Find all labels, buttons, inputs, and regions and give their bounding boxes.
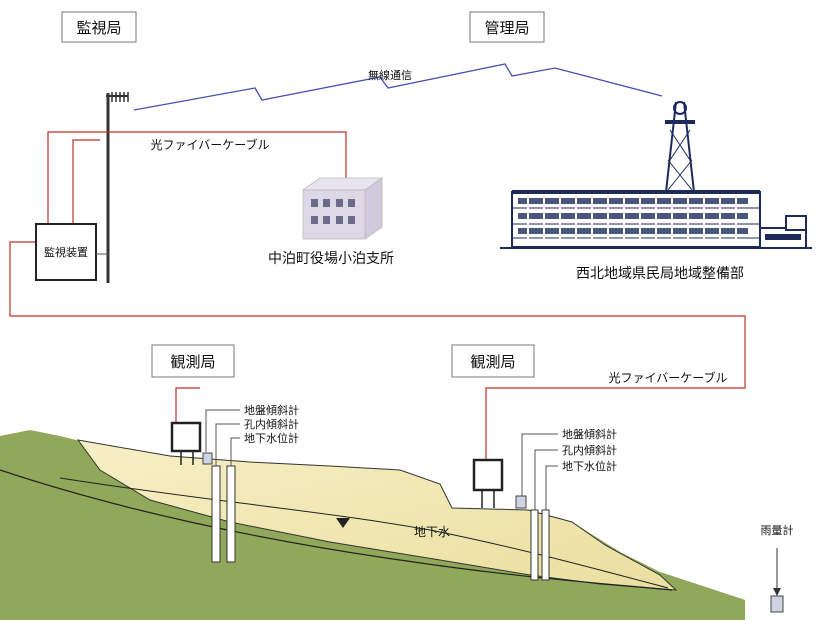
bureau-windows <box>518 198 748 234</box>
left-instrument-1-label: 地盤傾斜計 <box>244 403 299 417</box>
left-instrument-2-label: 孔内傾斜計 <box>244 417 299 431</box>
monitor-station-box: 監視局 <box>61 11 137 43</box>
fiber-bottom-label: 光ファイバーケーブル <box>608 370 727 385</box>
monitor-device-label: 監視装置 <box>44 245 88 259</box>
left-instrument-3-label: 地下水位計 <box>244 431 299 445</box>
observation-right-equipment: 地盤傾斜計 孔内傾斜計 地下水位計 <box>472 387 617 581</box>
observation-station-right-label: 観測局 <box>470 353 515 371</box>
wireless-label: 無線通信 <box>368 68 412 82</box>
rain-gauge: 雨量計 <box>761 523 794 613</box>
right-instrument-3-label: 地下水位計 <box>562 459 617 473</box>
rain-gauge-label: 雨量計 <box>761 523 794 537</box>
monitor-device-box: 監視装置 <box>35 223 108 281</box>
regional-bureau-label: 西北地域県民局地域整備部 <box>576 266 744 282</box>
town-office-building-icon <box>301 177 384 240</box>
management-station-label: 管理局 <box>484 19 529 37</box>
observation-left-cabinet-icon <box>170 421 202 453</box>
observation-left-equipment: 地盤傾斜計 孔内傾斜計 地下水位計 <box>170 387 299 563</box>
borehole-inclinometer-right-icon <box>530 509 539 581</box>
observation-station-right-box: 観測局 <box>451 344 535 378</box>
fiber-top-label: 光ファイバーケーブル <box>150 137 269 152</box>
groundwater-line <box>59 477 669 589</box>
observation-station-left-box: 観測局 <box>151 344 235 378</box>
ground-cross-section: 地下水 <box>0 430 745 620</box>
observation-right-cabinet-icon <box>472 458 504 492</box>
groundwater-marker-icon <box>336 518 350 528</box>
town-office-label: 中泊町役場小泊支所 <box>268 251 394 267</box>
regional-bureau-building-icon <box>500 101 812 249</box>
ground-tiltmeter-left-icon <box>202 452 213 465</box>
monitor-station-label: 監視局 <box>76 19 121 37</box>
management-station-box: 管理局 <box>469 11 545 43</box>
right-instrument-1-label: 地盤傾斜計 <box>562 427 617 441</box>
fiber-cable-top <box>9 131 746 389</box>
antenna-mast-icon <box>106 92 129 283</box>
groundwater-label: 地下水 <box>414 525 450 539</box>
ground-tiltmeter-right-icon <box>515 495 527 509</box>
right-instrument-2-label: 孔内傾斜計 <box>562 443 617 457</box>
slip-surface-line <box>0 469 673 591</box>
borehole-inclinometer-left-icon <box>211 465 221 563</box>
observation-station-left-label: 観測局 <box>170 353 215 371</box>
green-ground-right <box>660 572 745 620</box>
water-level-gauge-right-icon <box>541 509 550 581</box>
rain-gauge-icon <box>770 595 784 613</box>
wireless-link-line <box>133 63 663 111</box>
water-level-gauge-left-icon <box>226 465 236 563</box>
